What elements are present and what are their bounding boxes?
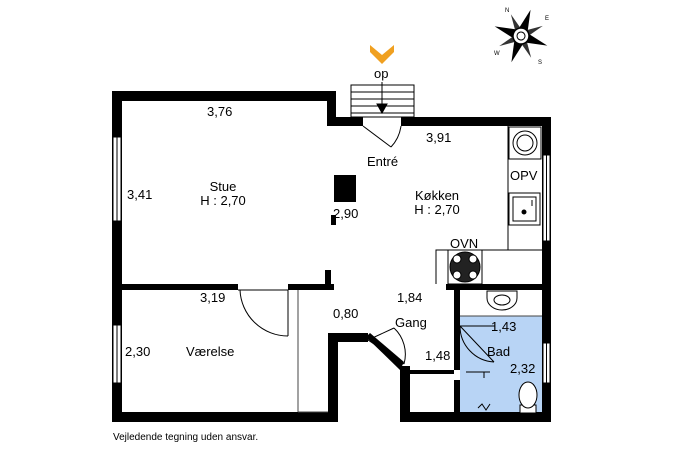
- entrance-arrow-icon: [370, 45, 394, 64]
- dim-kokken-width: 3,91: [426, 130, 452, 145]
- room-stue-height: H : 2,70: [200, 193, 246, 208]
- bathroom-fixtures: [466, 290, 538, 414]
- dim-chimney-wall: 2,90: [333, 206, 359, 221]
- dim-vaerelse-depth: 2,30: [125, 344, 151, 359]
- room-stue-name: Stue: [209, 179, 237, 194]
- room-kokken-name: Køkken: [414, 188, 460, 203]
- toilet-bowl: [518, 381, 538, 409]
- thin-partitions: [297, 290, 542, 413]
- dim-bad-depth: 2,32: [510, 361, 536, 376]
- door-gang-jamb: [366, 333, 404, 370]
- footer-disclaimer: Vejledende tegning uden ansvar.: [113, 432, 259, 443]
- door-vaerelse: [238, 289, 289, 337]
- room-kokken-height: H : 2,70: [414, 202, 460, 217]
- compass-rose: [494, 9, 548, 63]
- door-entre: [362, 125, 402, 148]
- dim-bad-width: 1,43: [491, 319, 517, 334]
- compass-w: W: [494, 51, 500, 57]
- compass-s: S: [538, 60, 542, 66]
- exterior-walls: [112, 91, 551, 422]
- compass-n: N: [505, 8, 509, 14]
- interior-walls: [122, 175, 551, 416]
- dim-gang-depth: 0,80: [333, 306, 359, 321]
- dim-stue-depth: 3,41: [127, 187, 153, 202]
- room-gang-name: Gang: [395, 315, 427, 330]
- kitchen-counter: [435, 126, 542, 285]
- room-entre-name: Entré: [367, 154, 399, 169]
- entrance-stairs: [350, 82, 415, 118]
- fixture-opv: OPV: [510, 168, 538, 183]
- chimney: [334, 175, 356, 202]
- fixture-ovn: OVN: [450, 236, 479, 251]
- windows: [112, 136, 551, 384]
- dim-stue-width: 3,76: [207, 104, 233, 119]
- dim-gang-width: 1,84: [397, 290, 423, 305]
- door-bad: [459, 325, 495, 363]
- compass-e: E: [545, 16, 549, 22]
- entrance-label: op: [374, 66, 389, 81]
- dim-gang-inner: 1,48: [425, 348, 451, 363]
- room-bad-name: Bad: [487, 344, 511, 359]
- room-vaerelse-name: Værelse: [186, 344, 235, 359]
- dim-vaerelse-width: 3,19: [200, 290, 226, 305]
